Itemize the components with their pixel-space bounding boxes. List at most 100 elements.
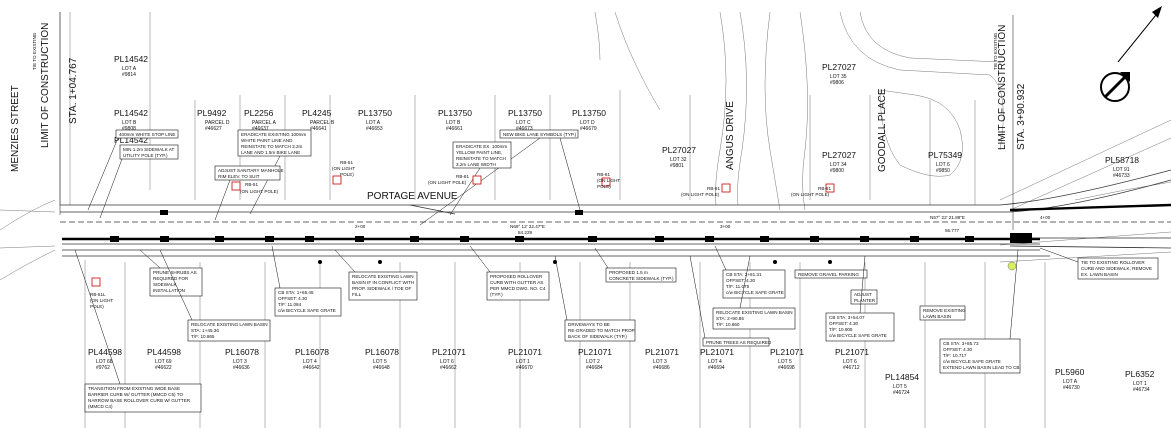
property-lines-south [84,260,1046,428]
parcel-plan-number: PL13750 [508,108,542,118]
parcel-plan-number: PL58718 [1105,155,1139,165]
parcel-plan-number: PL75349 [928,150,962,160]
portage-avenue-label: PORTAGE AVENUE [367,191,458,202]
parcel-lot: LOT A [122,66,137,72]
svg-text:RELOCATE EXISTING LAWN: RELOCATE EXISTING LAWN [352,274,414,279]
parcel-plan-number: PL16078 [365,347,399,357]
parcel-plan-number: PL21071 [508,347,542,357]
parcel-lot: LOT 4 [303,359,317,365]
limit-left-station: STA. 1+04.767 [68,57,79,124]
svg-text:CB STA: 1+65.45: CB STA: 1+65.45 [278,290,314,295]
svg-text:EX. LAWN BASIN: EX. LAWN BASIN [1081,272,1118,277]
svg-text:RB-51L: RB-51L [90,292,106,297]
callout-relocate-lawn-3: RELOCATE EXISTING LAWN BASIN STA: 2+90.8… [712,255,796,330]
callout-stop-line: 400mm WHITE STOP LINE [87,129,179,211]
svg-text:INSTALLATION: INSTALLATION [153,288,185,293]
callout-prune-shrubs: PRUNE SHRUBS AS REQUIRED FOR SIDEWALK IN… [139,249,203,297]
rb-sign-5: RB-81 (ON LIGHT POLE) [597,172,620,189]
parcel-plan-number: PL6352 [1125,369,1155,379]
svg-text:WHITE PAINT LINE AND: WHITE PAINT LINE AND [241,138,293,143]
callout-relocate-lawn-1: RELOCATE EXISTING LAWN BASIN STA: 1+45.3… [159,249,271,342]
parcel-address: #46712 [843,365,860,371]
limit-lines [59,12,1014,230]
callout-cb-1: CB STA: 1+65.45 OFFSET: 4.30 T/F: 11.084… [271,245,342,317]
parcel-address: #9762 [96,365,110,371]
corridor-fixtures [110,210,1032,264]
svg-text:POLE): POLE) [340,172,354,177]
parcel-lot: LOT 4 [708,359,722,365]
parcel-lot: LOT B [446,120,461,126]
parcel-plan-number: PL21071 [700,347,734,357]
svg-text:LAWN BASIN: LAWN BASIN [923,314,951,319]
parcel-address: #46733 [1113,173,1130,179]
callout-manhole: ADJUST SANITARY MANHOLE RIM ELEV. TO SUI… [214,165,284,221]
parcel-address: #9814 [122,72,136,78]
svg-text:POLE): POLE) [90,304,104,309]
svg-text:POLE): POLE) [597,184,611,189]
parcel-address: #46636 [233,365,250,371]
parcel-address: #46662 [440,365,457,371]
parcel-lot: LOT 68 [96,359,113,365]
svg-text:RIM ELEV. TO SUIT: RIM ELEV. TO SUIT [218,174,260,179]
parcel-lot: LOT 3 [653,359,667,365]
parcel-address: #46679 [580,126,597,132]
parcel-plan-number: PL14854 [885,372,919,382]
marker-icon [1007,261,1017,271]
parcel-lot: LOT 5 [778,359,792,365]
parcel-plan-number: PL16078 [295,347,329,357]
svg-text:T/F: 11.075: T/F: 11.075 [726,284,750,289]
svg-text:T/F: 11.084: T/F: 11.084 [278,302,302,307]
parcel-lot: LOT B [122,120,137,126]
parcel-plan-number: PL27027 [662,145,696,155]
svg-text:RB-51: RB-51 [245,182,258,187]
svg-text:T/F: 10.865: T/F: 10.865 [191,334,215,339]
limit-left-label: LIMIT OF CONSTRUCTION [40,23,51,148]
svg-text:T/F: 10.860: T/F: 10.860 [716,322,740,327]
svg-text:CURB AND SIDEWALK, REMOVE: CURB AND SIDEWALK, REMOVE [1081,266,1152,271]
station-3-00: 3+00 [720,224,731,229]
parcel-address: #9850 [936,168,950,174]
parcel-plan-number: PL2256 [244,108,274,118]
parcel-address: #46730 [1063,385,1080,391]
parcel-address: #46670 [516,365,533,371]
parcel-plan-number: PL13750 [358,108,392,118]
parcel-address: #46622 [155,365,172,371]
parcel-address: #46698 [778,365,795,371]
callout-gravel-parking: REMOVE GRAVEL PARKING [794,269,868,279]
parcel-plan-number: PL27027 [822,62,856,72]
parcel-lot: LOT 34 [830,162,847,168]
svg-text:(ON LIGHT: (ON LIGHT [332,166,355,171]
callout-rollover-curb: PROPOSED ROLLOVER CURB WITH GUTTER AS PE… [469,245,550,301]
svg-text:EXTEND LAWN BASIN LEAD TO CB: EXTEND LAWN BASIN LEAD TO CB [943,365,1020,370]
parcel-plan-number: PL9492 [197,108,227,118]
parcel-lot: LOT 1 [516,359,530,365]
parcel-address: #46694 [708,365,725,371]
parcel-lot: PARCEL D [205,120,230,126]
parcel-plan-number: PL14542 [114,108,148,118]
callout-cb-2: CB STA: 2+81.31 OFFSET: 4.30 T/F: 11.075… [714,245,786,299]
parcel-lot: LOT 5 [893,384,907,390]
svg-text:PROPOSED 1.5 m: PROPOSED 1.5 m [609,270,648,275]
svg-text:OFFSET: 4.30: OFFSET: 4.30 [278,296,308,301]
svg-text:TRANSITION FROM EXISTING WIDE: TRANSITION FROM EXISTING WIDE BASE [88,386,180,391]
callout-prune-trees: PRUNE TREES AS REQUIRED [689,255,772,347]
parcel-address: #9808 [122,126,136,132]
callout-remove-lawn: REMOVE EXISTING LAWN BASIN [919,305,966,321]
svg-text:REINSTATE TO MATCH: REINSTATE TO MATCH [456,156,506,161]
svg-text:ADJUST: ADJUST [854,292,872,297]
svg-text:RB-81: RB-81 [818,186,831,191]
